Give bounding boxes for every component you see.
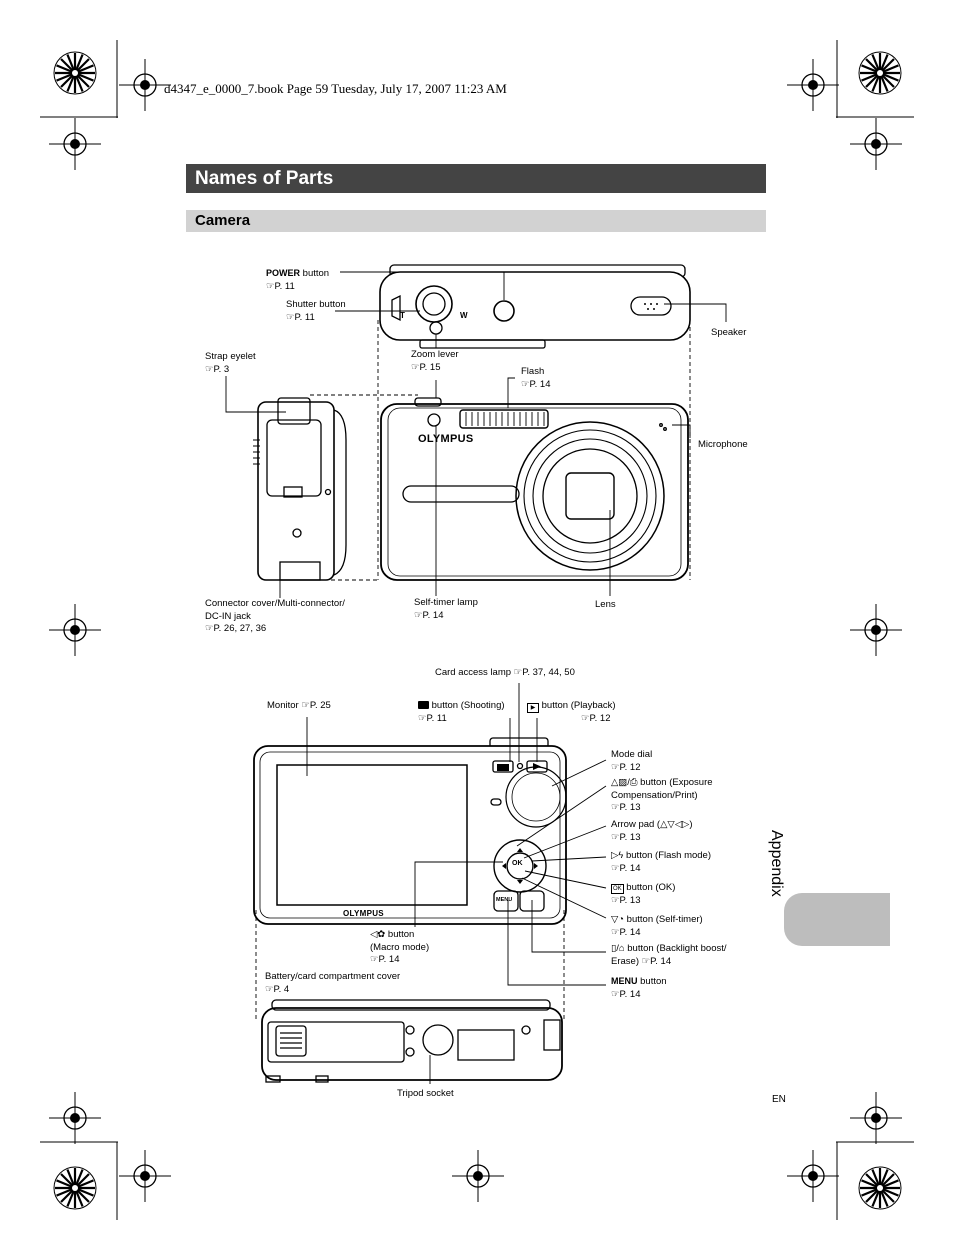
camera-top-view [379, 264, 691, 349]
ok-icon: OK [611, 884, 624, 894]
label-power-button: POWER button ☞P. 11 [266, 268, 330, 292]
menu-button-glyph: MENU [496, 897, 513, 903]
label-mode-dial: Mode dial ☞P. 12 [611, 749, 653, 773]
exposure-print-icon: △▨/⎙ [611, 777, 638, 788]
label-battery-cover: Battery/card compartment cover ☞P. 4 [265, 971, 401, 995]
self-timer-icon: ▽◔ [611, 914, 625, 925]
flash-mode-icon: ▷ϟ [611, 850, 624, 861]
playback-icon: ▶ [527, 703, 539, 713]
label-flash: Flash ☞P. 14 [521, 366, 551, 390]
camera-back-view [253, 737, 567, 925]
camera-icon [418, 701, 429, 709]
label-speaker: Speaker [711, 327, 747, 338]
label-macro-button: ◁✿ button (Macro mode) ☞P. 14 [370, 929, 430, 965]
camera-symbols: T W [400, 311, 541, 884]
label-playback-button: ▶ button (Playback) ☞P. 12 [527, 700, 616, 726]
label-exposure-button: △▨/⎙ button (Exposure Compensation/Print… [611, 777, 713, 813]
label-backlight-erase-button: ▯/⌂ button (Backlight boost/ Erase) ☞P. … [611, 943, 727, 967]
camera-side-view [253, 397, 347, 581]
label-shooting-button: button (Shooting) ☞P. 11 [418, 700, 505, 724]
camera-bottom-view [261, 999, 563, 1083]
leader-lines [225, 271, 727, 1084]
brand-logo-front: OLYMPUS [418, 433, 474, 445]
label-lens: Lens [595, 599, 616, 610]
page-language: EN [772, 1094, 786, 1105]
label-self-timer-button: ▽◔ button (Self-timer) ☞P. 14 [611, 914, 703, 938]
label-shutter-button: Shutter button ☞P. 11 [286, 299, 346, 323]
side-tab [784, 893, 890, 946]
label-ok-button: OK button (OK) ☞P. 13 [611, 882, 676, 906]
label-menu-button: MENU button ☞P. 14 [611, 976, 667, 1000]
backlight-erase-icon: ▯/⌂ [611, 943, 625, 954]
label-connector-cover: Connector cover/Multi-connector/ DC-IN j… [205, 598, 345, 634]
label-arrow-pad: Arrow pad (△▽◁▷) ☞P. 13 [611, 819, 693, 843]
macro-icon: ◁✿ [370, 929, 386, 940]
label-card-access-lamp: Card access lamp ☞P. 37, 44, 50 [435, 667, 575, 678]
side-tab-label: Appendix [768, 830, 785, 897]
file-header: d4347_e_0000_7.book Page 59 Tuesday, Jul… [164, 81, 507, 96]
guide-lines [255, 320, 691, 1020]
svg-text:W: W [460, 311, 468, 320]
brand-logo-back: OLYMPUS [343, 909, 384, 918]
page-title: Names of Parts [186, 164, 766, 193]
ok-button-glyph: OK [512, 860, 523, 867]
label-self-timer-lamp: Self-timer lamp ☞P. 14 [414, 597, 478, 621]
printer-marks [40, 40, 914, 1220]
label-tripod-socket: Tripod socket [397, 1088, 454, 1099]
label-flash-mode-button: ▷ϟ button (Flash mode) ☞P. 14 [611, 850, 711, 874]
label-monitor: Monitor ☞P. 25 [267, 700, 331, 711]
section-title: Camera [186, 210, 766, 232]
label-microphone: Microphone [698, 439, 748, 450]
svg-text:T: T [400, 311, 405, 320]
camera-front-view [380, 397, 689, 581]
label-zoom-lever: Zoom lever ☞P. 15 [411, 349, 459, 373]
label-strap-eyelet: Strap eyelet ☞P. 3 [205, 351, 256, 375]
arrow-pad-icon: △▽◁▷ [660, 819, 690, 830]
